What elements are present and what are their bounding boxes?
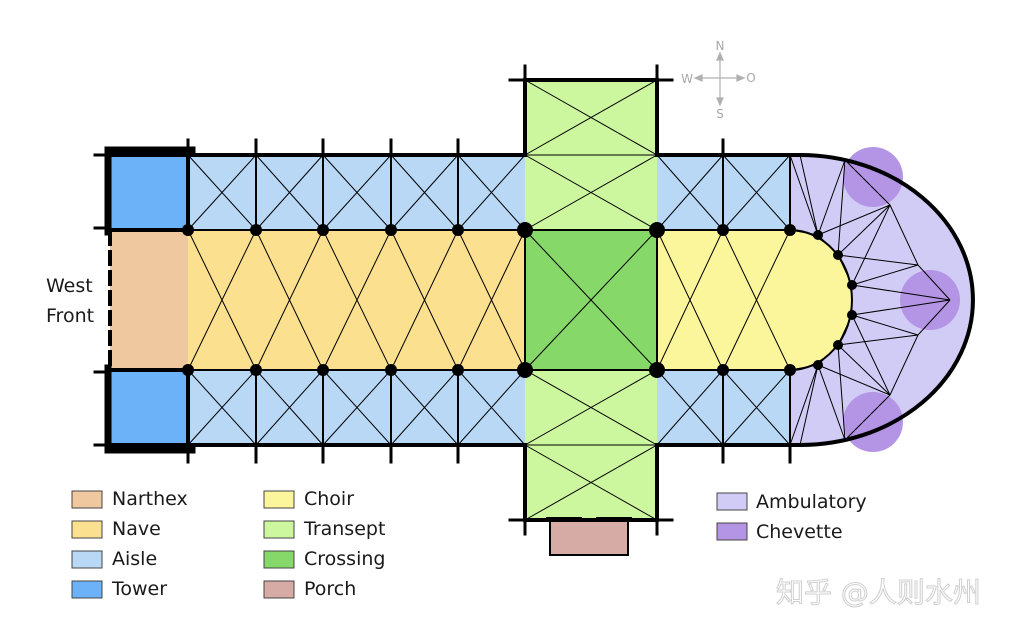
svg-text:Crossing: Crossing <box>304 548 385 570</box>
choir-area <box>657 230 790 370</box>
legend-item-chevette: Chevette <box>716 521 843 543</box>
legend-item-choir: Choir <box>263 488 354 510</box>
legend: Narthex Nave Aisle Tower Choir Transept … <box>71 488 867 600</box>
tower-south <box>110 370 188 445</box>
svg-text:Aisle: Aisle <box>112 548 157 570</box>
choir-apse <box>790 230 852 370</box>
area-fills <box>110 80 973 555</box>
porch-outline <box>549 519 629 556</box>
porch-area <box>550 520 628 555</box>
tower-north <box>110 155 188 230</box>
svg-text:Ambulatory: Ambulatory <box>756 491 867 513</box>
narthex-area <box>110 230 188 370</box>
legend-item-porch: Porch <box>263 578 356 600</box>
compass-rose: N S W O <box>681 39 756 121</box>
compass-west-label: W <box>681 72 693 86</box>
svg-text:Transept: Transept <box>303 518 385 540</box>
legend-item-transept: Transept <box>263 518 385 540</box>
legend-item-nave: Nave <box>71 518 161 540</box>
svg-text:Nave: Nave <box>112 518 161 540</box>
legend-item-ambulatory: Ambulatory <box>716 491 867 513</box>
legend-item-crossing: Crossing <box>263 548 385 570</box>
svg-text:Choir: Choir <box>304 488 354 510</box>
svg-text:Tower: Tower <box>111 578 167 600</box>
compass-south-label: S <box>716 107 724 121</box>
svg-text:Chevette: Chevette <box>756 521 843 543</box>
compass-north-label: N <box>716 39 725 53</box>
pillars <box>182 222 857 378</box>
legend-item-aisle: Aisle <box>71 548 157 570</box>
watermark: 知乎 @人则水州 <box>776 576 981 609</box>
svg-text:Narthex: Narthex <box>112 488 188 510</box>
legend-item-narthex: Narthex <box>71 488 188 510</box>
chevette-east <box>900 270 960 330</box>
west-front-label-line2: Front <box>46 305 94 327</box>
walls <box>93 64 975 536</box>
legend-item-tower: Tower <box>71 578 167 600</box>
west-front-label-line1: West <box>46 275 93 297</box>
svg-text:Porch: Porch <box>304 578 356 600</box>
compass-east-label: O <box>746 71 755 85</box>
